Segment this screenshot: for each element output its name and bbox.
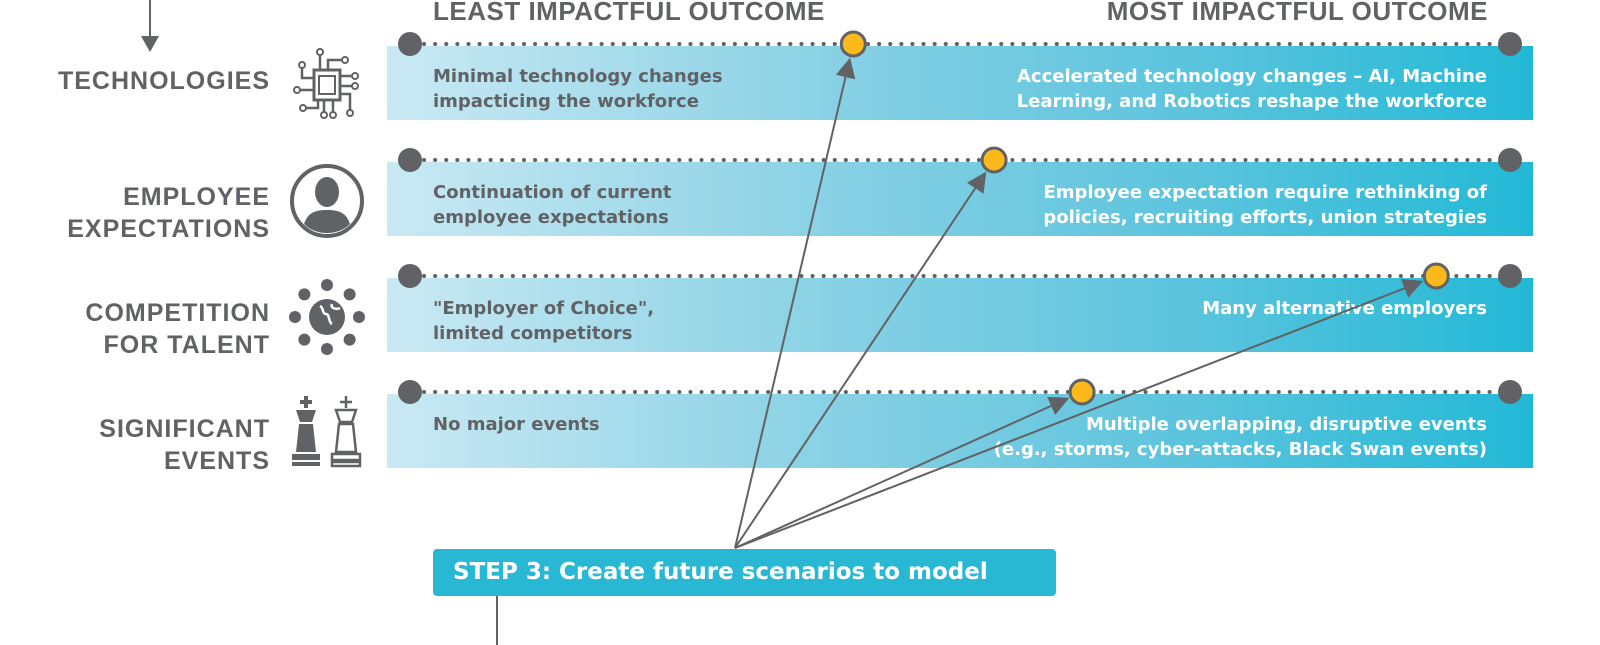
scenario-arrow — [734, 171, 987, 549]
scenario-marker — [1422, 262, 1450, 290]
row-label-line: EXPECTATIONS — [67, 215, 270, 243]
scale-start-dot — [398, 380, 422, 404]
text-line: limited competitors — [433, 323, 633, 344]
text-line: Accelerated technology changes – AI, Mac… — [1017, 66, 1487, 87]
row-label-line: COMPETITION — [85, 299, 270, 327]
scenario-marker — [839, 30, 867, 58]
globe-people-icon — [289, 279, 365, 355]
scenario-arrow — [734, 57, 856, 549]
circuit-chip-icon — [293, 48, 359, 119]
text-line: No major events — [433, 414, 600, 435]
outcome-band: Minimal technology changes impacticing th… — [387, 46, 1533, 120]
down-arrow-head — [141, 36, 159, 52]
least-outcome-text: Continuation of current employee expectat… — [433, 180, 672, 230]
least-outcome-text: "Employer of Choice", limited competitors — [433, 296, 654, 346]
text-line: Minimal technology changes — [433, 66, 723, 87]
row-label: SIGNIFICANT EVENTS — [99, 413, 270, 477]
row-label-line: FOR TALENT — [103, 331, 270, 359]
most-outcome-text: Many alternative employers — [1202, 296, 1487, 321]
most-outcome-text: Employee expectation require rethinking … — [1043, 180, 1487, 230]
scale-start-dot — [398, 32, 422, 56]
scenario-arrow — [734, 396, 1070, 549]
row-label-line: EVENTS — [163, 447, 270, 475]
chess-kings-icon — [292, 396, 362, 468]
outcome-band: No major events Multiple overlapping, di… — [387, 394, 1533, 468]
text-line: Employee expectation require rethinking … — [1043, 182, 1487, 203]
most-outcome-text: Multiple overlapping, disruptive events (… — [994, 412, 1487, 462]
text-line: employee expectations — [433, 207, 669, 228]
scale-end-dot — [1498, 264, 1522, 288]
least-impactful-header: LEAST IMPACTFUL OUTCOME — [433, 0, 825, 26]
most-outcome-text: Accelerated technology changes – AI, Mac… — [1017, 64, 1487, 114]
scale-start-dot — [398, 264, 422, 288]
person-icon — [290, 164, 364, 238]
scale-end-dot — [1498, 32, 1522, 56]
outcome-band: Continuation of current employee expectat… — [387, 162, 1533, 236]
text-line: Multiple overlapping, disruptive events — [1085, 414, 1487, 435]
least-outcome-text: Minimal technology changes impacticing th… — [433, 64, 723, 114]
text-line: (e.g., storms, cyber-attacks, Black Swan… — [993, 439, 1487, 460]
outcome-band: "Employer of Choice", limited competitors… — [387, 278, 1533, 352]
row-label-line: EMPLOYEE — [123, 183, 270, 211]
scale-end-dot — [1498, 380, 1522, 404]
least-outcome-text: No major events — [433, 412, 600, 437]
scenario-marker — [1068, 378, 1096, 406]
step-3-box: STEP 3: Create future scenarios to model — [433, 549, 1056, 596]
row-label: EMPLOYEE EXPECTATIONS — [67, 181, 270, 245]
text-line: Continuation of current — [433, 182, 672, 203]
text-line: Many alternative employers — [1202, 298, 1487, 319]
row-label-line: SIGNIFICANT — [99, 415, 270, 443]
scale-end-dot — [1498, 148, 1522, 172]
scenario-marker — [980, 146, 1008, 174]
text-line: Learning, and Robotics reshape the workf… — [1016, 91, 1487, 112]
row-label: TECHNOLOGIES — [58, 65, 270, 97]
text-line: policies, recruiting efforts, union stra… — [1043, 207, 1487, 228]
most-impactful-header: MOST IMPACTFUL OUTCOME — [1106, 0, 1488, 26]
text-line: "Employer of Choice", — [433, 298, 655, 319]
scenario-arrow — [734, 278, 1424, 549]
row-label-line: TECHNOLOGIES — [57, 67, 270, 95]
scale-start-dot — [398, 148, 422, 172]
text-line: impacticing the workforce — [433, 91, 699, 112]
row-label: COMPETITION FOR TALENT — [85, 297, 270, 361]
